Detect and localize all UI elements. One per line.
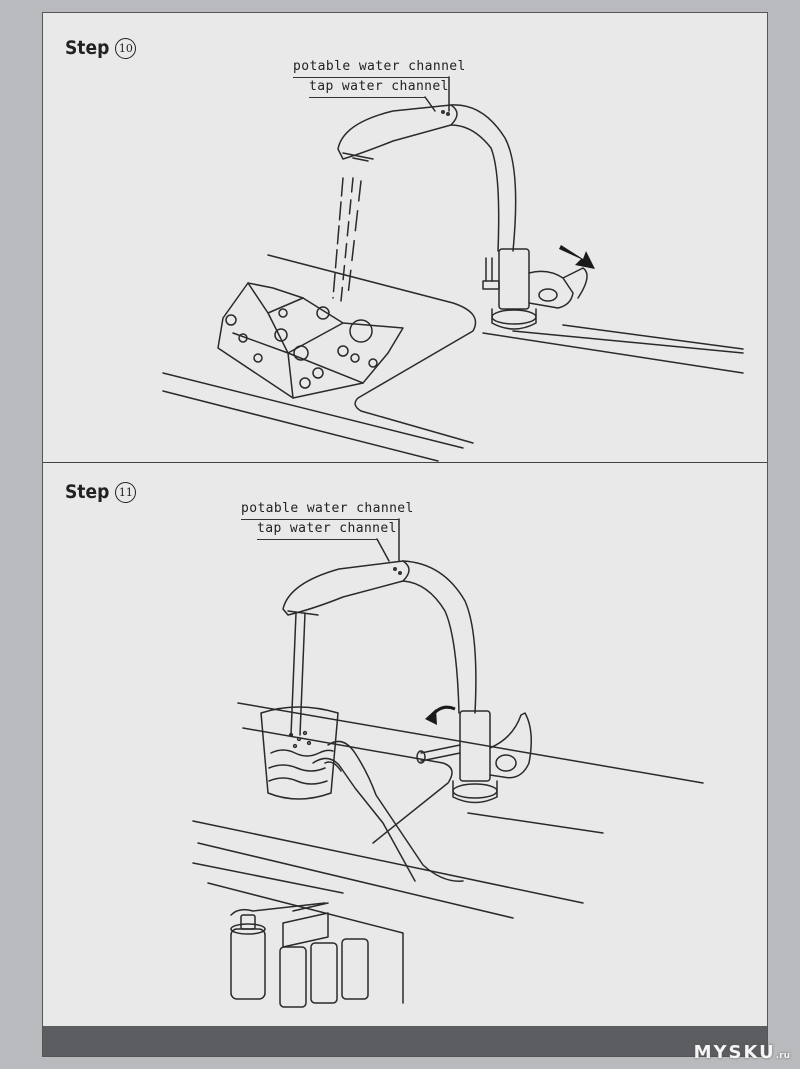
tap-water-channel-label: tap water channel [309, 79, 449, 94]
faucet-filling-glass-illustration [192, 518, 704, 1008]
potable-water-channel-label: potable water channel [241, 501, 414, 516]
step-label: Step [65, 37, 110, 59]
faucet-washing-vegetables-illustration [162, 76, 744, 462]
step-label: Step [65, 481, 110, 503]
label-underline [241, 519, 399, 520]
step-10-title: Step 10 [65, 37, 137, 59]
instruction-sheet: Step 10 potable water channel tap water … [42, 12, 768, 1057]
label-underline [257, 539, 377, 540]
step-number: 10 [115, 37, 137, 59]
step-number: 11 [115, 481, 137, 503]
watermark-text: MYSKU [693, 1042, 776, 1063]
step-11-panel: Step 11 potable water channel tap water … [43, 463, 767, 1028]
potable-water-channel-label: potable water channel [293, 59, 466, 74]
tap-water-channel-label: tap water channel [257, 521, 397, 536]
step-10-panel: Step 10 potable water channel tap water … [43, 13, 767, 463]
watermark: MYSKU.ru [694, 1042, 790, 1063]
footer-bar [43, 1026, 767, 1056]
watermark-suffix: .ru [775, 1051, 790, 1061]
label-underline [309, 97, 425, 98]
label-underline [293, 77, 449, 78]
step-11-title: Step 11 [65, 481, 137, 503]
